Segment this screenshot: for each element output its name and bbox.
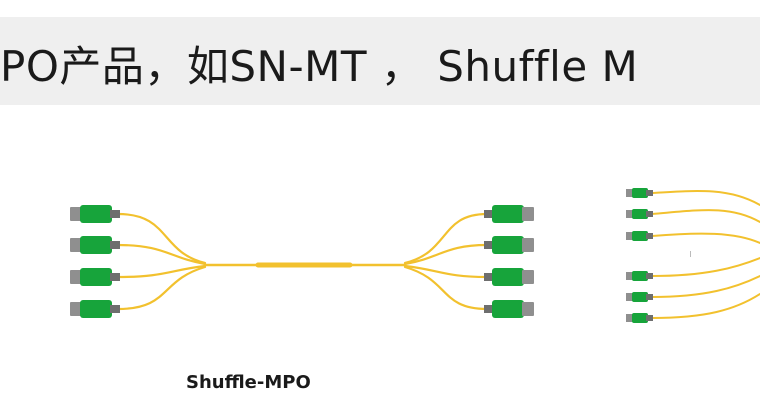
mark-dot [690,251,691,257]
connector-right-1 [484,205,534,223]
fiber-left-3 [116,264,207,279]
fiber-right-1 [403,212,489,265]
fiber-right-2 [403,243,489,266]
connector-right-4 [484,300,534,318]
header-text: PO产品，如SN-MT ， Shuffle M [0,42,639,91]
connectors-right [484,205,534,318]
connector-left-3 [70,268,120,286]
fiber-partial-4 [651,257,760,277]
second-cable-partial [626,188,760,323]
fiber-left-2 [116,243,207,266]
fiber-partial-3 [651,232,760,244]
connector-right-2 [484,236,534,254]
connectors-left [70,205,120,318]
connectors-partial [626,188,653,323]
figure-caption: Shuffle-MPO [186,372,311,393]
fiber-partial-2 [651,209,760,223]
fiber-partial-6 [651,293,760,319]
header-banner: PO产品，如SN-MT ， Shuffle M [0,17,760,105]
connector-left-1 [70,205,120,223]
fiber-left-1 [116,212,207,265]
fiber-partial-5 [651,275,760,298]
fiber-right-3 [403,264,489,279]
fiber-partial-1 [651,189,760,206]
shuffle-mpo-cable [116,212,489,311]
connector-left-4 [70,300,120,318]
fiber-right-4 [403,265,489,311]
connector-left-2 [70,236,120,254]
fiber-left-4 [116,265,207,311]
connector-right-3 [484,268,534,286]
